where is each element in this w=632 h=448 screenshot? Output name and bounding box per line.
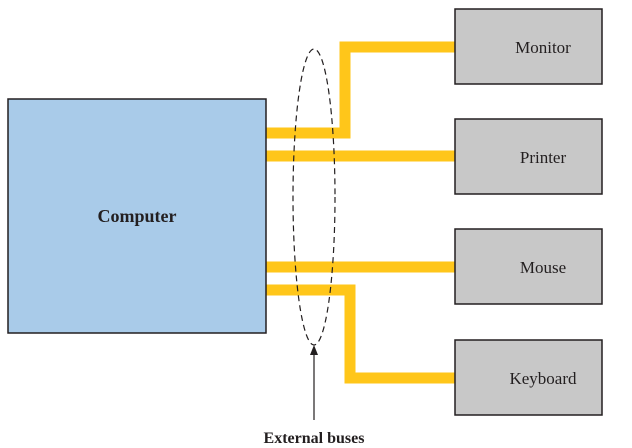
computer-box xyxy=(7,98,267,334)
device-keyboard: Keyboard xyxy=(454,339,603,416)
device-mouse: Mouse xyxy=(454,228,603,305)
mouse-label: Mouse xyxy=(520,258,566,277)
caption-pointer xyxy=(310,345,318,420)
arrow-head xyxy=(310,345,318,355)
keyboard-box xyxy=(454,339,603,416)
computer-label: Computer xyxy=(98,206,177,226)
bus-group-ellipse xyxy=(292,48,336,346)
computer-node: Computer xyxy=(7,98,267,334)
bus-keyboard xyxy=(266,284,455,384)
monitor-label: Monitor xyxy=(515,38,571,57)
keyboard-label: Keyboard xyxy=(509,369,577,388)
device-monitor: Monitor xyxy=(454,8,603,85)
printer-box xyxy=(454,118,603,195)
external-buses-caption: External buses xyxy=(264,430,365,447)
monitor-box xyxy=(454,8,603,85)
printer-label: Printer xyxy=(520,148,567,167)
bus-monitor xyxy=(266,41,455,139)
device-printer: Printer xyxy=(454,118,603,195)
buses xyxy=(266,41,455,384)
mouse-box xyxy=(454,228,603,305)
